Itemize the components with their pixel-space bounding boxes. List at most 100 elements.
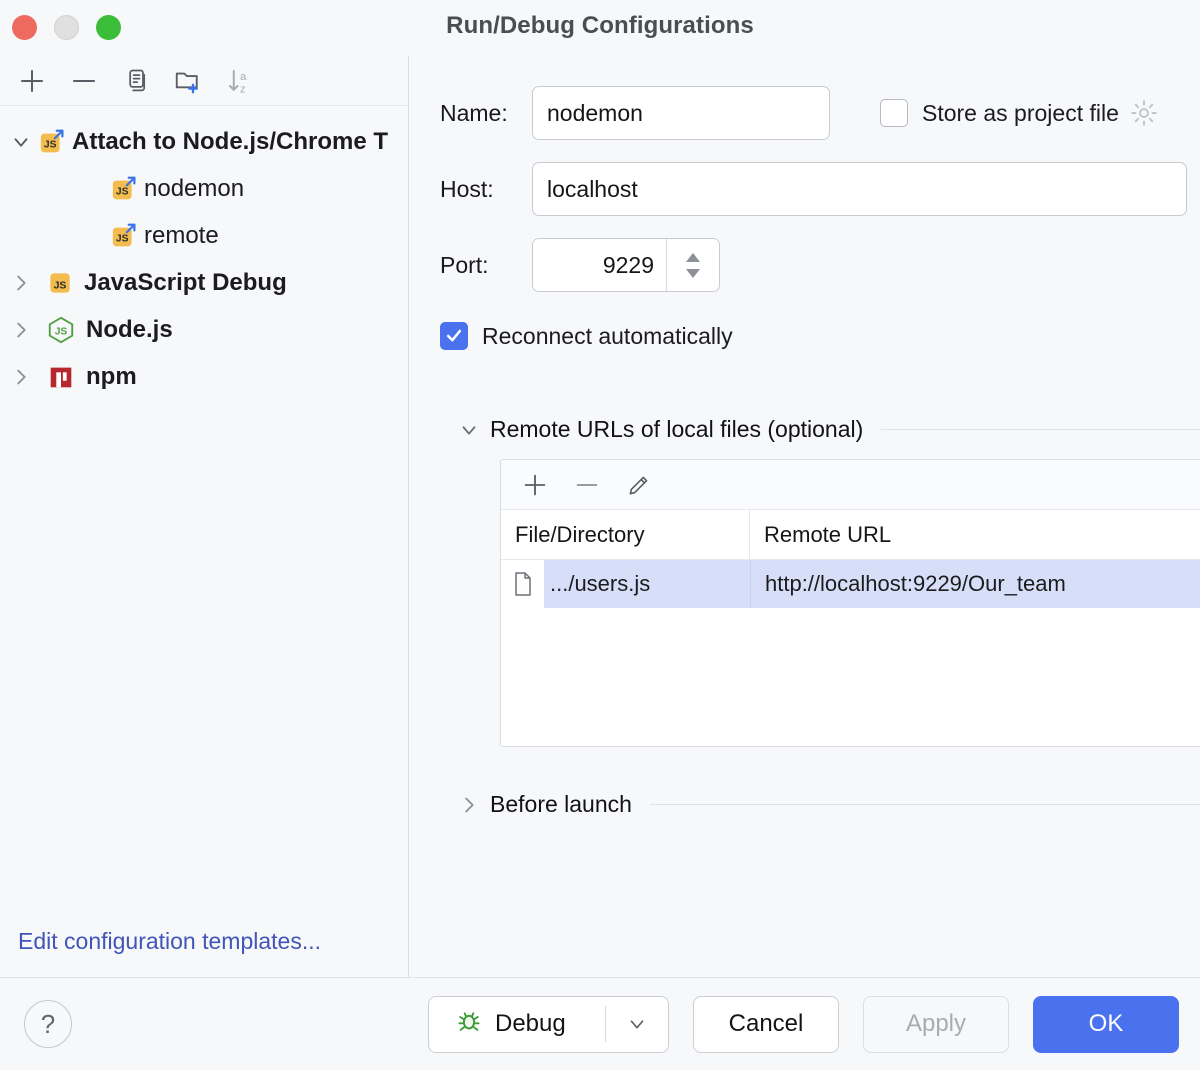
store-as-project-file-checkbox[interactable] [880, 99, 908, 127]
configurations-panel: a z JS Attach to Node.js/Chrome Т [0, 56, 409, 977]
tree-item-attach-to-nodejs-chrome[interactable]: JS Attach to Node.js/Chrome Т [0, 118, 408, 165]
minimize-window-button[interactable] [54, 15, 79, 40]
svg-text:JS: JS [44, 139, 57, 150]
port-input[interactable] [533, 239, 667, 291]
reconnect-automatically-label: Reconnect automatically [482, 322, 733, 349]
port-spinner-buttons[interactable] [667, 239, 719, 291]
tree-item-label: Attach to Node.js/Chrome Т [72, 127, 389, 155]
reconnect-automatically-row: Reconnect automatically [440, 322, 1200, 350]
nodejs-icon: JS [46, 315, 76, 345]
chevron-down-icon[interactable] [606, 1013, 668, 1035]
checkmark-icon [446, 329, 462, 342]
column-header-remote-url[interactable]: Remote URL [764, 521, 892, 547]
chevron-right-icon[interactable] [4, 366, 38, 388]
remove-configuration-button[interactable] [58, 60, 110, 102]
store-as-project-file-row: Store as project file [880, 86, 1159, 140]
spinner-up-icon [686, 252, 700, 262]
dialog-button-bar: ? Debug Cancel Apply OK [0, 977, 1200, 1070]
js-attach-icon: JS [110, 221, 140, 251]
remote-urls-table: File/Directory Remote URL .../users.js h… [500, 459, 1200, 747]
host-row: Host: [440, 162, 1200, 216]
host-input[interactable] [532, 162, 1187, 216]
tree-item-nodejs[interactable]: JS Node.js [0, 306, 408, 353]
cancel-button[interactable]: Cancel [693, 995, 839, 1053]
ok-button[interactable]: OK [1033, 995, 1179, 1053]
host-label: Host: [440, 175, 494, 202]
chevron-right-icon[interactable] [458, 794, 490, 816]
name-input[interactable] [532, 86, 830, 140]
copy-configuration-button[interactable] [110, 60, 162, 102]
port-row: Port: [440, 238, 1200, 292]
sort-configurations-button[interactable]: a z [214, 60, 266, 102]
edit-configuration-templates-link[interactable]: Edit configuration templates... [18, 928, 321, 954]
window-title: Run/Debug Configurations [446, 12, 754, 39]
npm-icon [46, 362, 76, 392]
debug-button[interactable]: Debug [428, 995, 669, 1053]
tree-item-javascript-debug[interactable]: JS JavaScript Debug [0, 259, 408, 306]
file-icon [501, 560, 544, 608]
svg-text:a: a [240, 70, 247, 82]
tree-item-remote[interactable]: JS remote [0, 212, 408, 259]
tree-item-label: JavaScript Debug [84, 268, 287, 296]
add-configuration-button[interactable] [6, 60, 58, 102]
svg-text:JS: JS [116, 186, 129, 197]
configuration-settings-panel: Name: Store as project file Host: Port: [410, 56, 1200, 977]
gear-icon[interactable] [1129, 98, 1159, 128]
cell-file-directory[interactable]: .../users.js [501, 560, 750, 608]
reconnect-automatically-checkbox[interactable] [440, 322, 468, 350]
bug-icon [455, 1007, 483, 1042]
js-attach-icon: JS [38, 127, 68, 157]
chevron-right-icon[interactable] [4, 319, 38, 341]
section-divider [881, 429, 1200, 430]
tree-item-nodemon[interactable]: JS nodemon [0, 165, 408, 212]
svg-text:JS: JS [116, 233, 129, 244]
js-attach-icon: JS [110, 174, 140, 204]
svg-text:JS: JS [54, 279, 67, 291]
add-remote-url-button[interactable] [509, 464, 561, 506]
remote-urls-table-body: .../users.js http://localhost:9229/Our_t… [501, 560, 1200, 746]
port-label: Port: [440, 251, 489, 278]
tree-item-label: remote [144, 221, 219, 249]
close-window-button[interactable] [12, 15, 37, 40]
section-divider [649, 804, 1200, 805]
edit-remote-url-button[interactable] [613, 464, 665, 506]
debug-button-separator [605, 1006, 606, 1042]
remote-urls-section-header[interactable]: Remote URLs of local files (optional) [458, 416, 1200, 443]
port-stepper[interactable] [532, 238, 720, 292]
remove-remote-url-button[interactable] [561, 464, 613, 506]
svg-text:z: z [240, 83, 246, 95]
cell-file-directory-text: .../users.js [544, 560, 750, 608]
name-label: Name: [440, 99, 508, 126]
remote-urls-section-title: Remote URLs of local files (optional) [490, 416, 864, 442]
chevron-down-icon[interactable] [458, 419, 490, 441]
title-bar: Run/Debug Configurations [0, 0, 1200, 56]
debug-button-label: Debug [495, 1010, 566, 1037]
traffic-lights [12, 15, 121, 40]
spinner-down-icon [686, 268, 700, 278]
table-row[interactable]: .../users.js http://localhost:9229/Our_t… [501, 560, 1200, 608]
new-folder-button[interactable] [162, 60, 214, 102]
tree-item-label: npm [86, 362, 137, 390]
svg-text:JS: JS [55, 326, 68, 337]
tree-item-label: Node.js [86, 315, 173, 343]
maximize-window-button[interactable] [96, 15, 121, 40]
before-launch-section-title: Before launch [490, 791, 632, 817]
remote-urls-table-header: File/Directory Remote URL [501, 510, 1200, 560]
js-icon: JS [46, 269, 74, 297]
configurations-tree[interactable]: JS Attach to Node.js/Chrome Т JS [0, 106, 408, 400]
column-header-file-directory[interactable]: File/Directory [501, 510, 750, 559]
cell-remote-url[interactable]: http://localhost:9229/Our_team [750, 560, 1200, 608]
remote-urls-table-toolbar [501, 460, 1200, 510]
apply-button: Apply [863, 995, 1009, 1053]
store-as-project-file-label: Store as project file [922, 99, 1119, 126]
debug-button-main[interactable]: Debug [429, 1007, 605, 1042]
tree-item-npm[interactable]: npm [0, 353, 408, 400]
help-button[interactable]: ? [24, 1000, 72, 1048]
chevron-down-icon[interactable] [4, 131, 38, 153]
name-row: Name: [440, 86, 1200, 140]
dialog-actions: Debug Cancel Apply OK [428, 995, 1179, 1053]
tree-toolbar: a z [0, 56, 408, 106]
chevron-right-icon[interactable] [4, 272, 38, 294]
tree-item-label: nodemon [144, 174, 245, 202]
before-launch-section-header[interactable]: Before launch [458, 791, 1200, 818]
